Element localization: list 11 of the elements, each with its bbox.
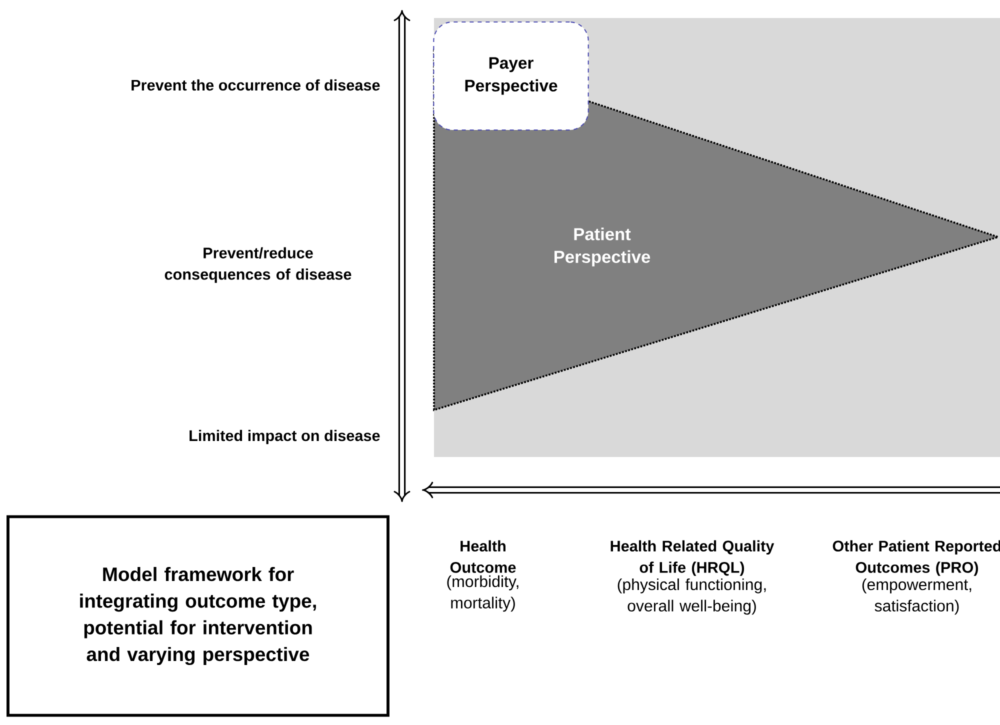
perspective-label: Patient Perspective: [554, 228, 650, 266]
framework-box: Model framework for integrating outcome type, potential for intervention and varying perspective: [6, 515, 390, 717]
category-description: (morbidity, mortality): [447, 575, 518, 612]
axis-label: Prevent/reduce consequences of disease: [164, 247, 352, 283]
perspective-box: Payer Perspective: [433, 21, 589, 131]
axis-label: Limited impact on disease: [190, 430, 380, 444]
axis-label: Prevent the occurrence of disease: [132, 79, 380, 91]
category-label: Health Outcome: [450, 540, 516, 573]
category-label: Health Related Quality of Life (HRQL): [610, 540, 774, 576]
category-description: (empowerment, satisfaction): [862, 578, 972, 615]
category-description: (physical functioning, overall well-being): [618, 578, 766, 615]
